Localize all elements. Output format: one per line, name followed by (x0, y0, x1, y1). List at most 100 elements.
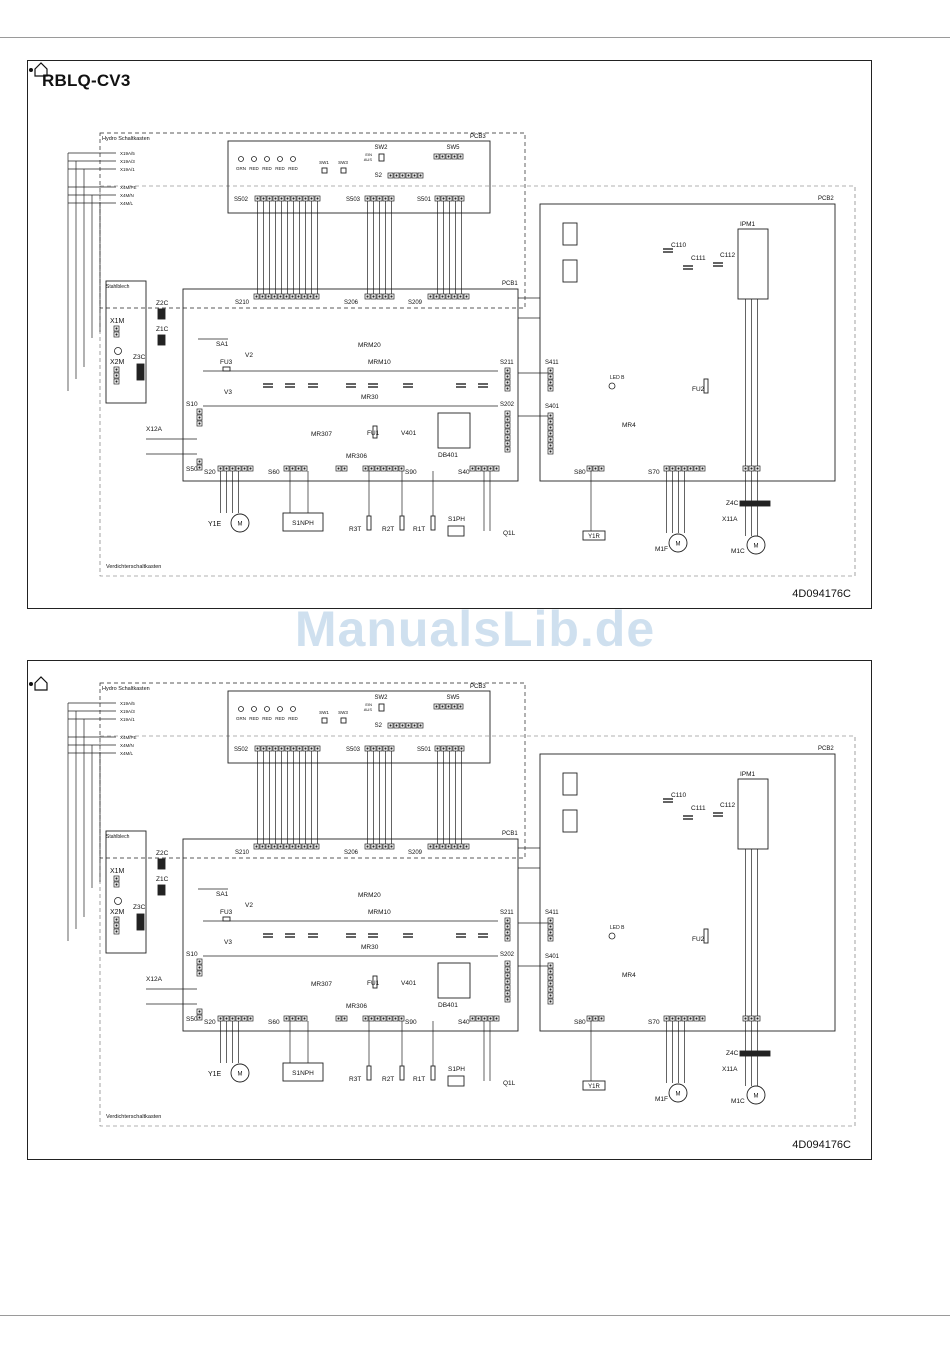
s210-pin-dot (315, 295, 318, 298)
y1e-label: Y1E (208, 1071, 222, 1078)
s211-pin (504, 935, 511, 942)
s60-pin-dot (303, 467, 306, 470)
s501-pin-dot (448, 747, 451, 750)
s211-pin-dot (506, 387, 509, 390)
s503-pin-dot (366, 197, 369, 200)
s202-pin (504, 972, 511, 979)
s40-pin-dot (489, 467, 492, 470)
s502-pin-dot (310, 197, 313, 200)
hydro_box-label: Hydro Schaltkasten (102, 136, 150, 142)
s209-pin-dot (441, 295, 444, 298)
s206-pin-dot (372, 845, 375, 848)
db1-diode (562, 772, 578, 796)
compressor-box-outline (99, 735, 856, 1127)
s2-pin-dot (395, 724, 398, 727)
s20-pin (241, 1015, 248, 1022)
s401-pin (547, 980, 554, 987)
s210-pin-dot (315, 845, 318, 848)
s20-label: S20 (204, 1019, 216, 1026)
sw2-on-label: EIN (365, 152, 372, 157)
db401-label: DB401 (438, 1002, 458, 1009)
s503-pin-dot (366, 747, 369, 750)
s210-pin-dot (279, 845, 282, 848)
c110-label: C110 (671, 242, 686, 249)
q1l-label: Q1L (503, 1080, 516, 1087)
led-b-indicator (608, 932, 616, 940)
s206-pin (370, 843, 377, 850)
ground-symbol (114, 897, 122, 905)
s20-pin-dot (219, 467, 222, 470)
x11a-label: X11A (722, 1066, 738, 1073)
dp-connector-pin-dot (337, 1017, 340, 1020)
s40-pin-dot (471, 467, 474, 470)
s10-pin (196, 970, 203, 977)
z1c-ferrite (157, 884, 166, 896)
s401-pin (547, 968, 554, 975)
s210-pin (289, 843, 296, 850)
dp-connector-pin-dot (343, 467, 346, 470)
s209-pin-dot (453, 295, 456, 298)
s2-pin-dot (419, 724, 422, 727)
s60-pin (283, 465, 290, 472)
s40-pin-dot (495, 1017, 498, 1020)
c112-label: C112 (720, 252, 735, 259)
s206-pin (370, 293, 377, 300)
dp-connector-pin-dot (343, 1017, 346, 1020)
r1t-label: R1T (413, 526, 425, 533)
x12a-label: X12A (146, 976, 163, 983)
y1e-motor-symbol: M (238, 1072, 243, 1078)
s210-pin (253, 293, 260, 300)
db1-diode (562, 222, 578, 246)
s501-pin-dot (448, 197, 451, 200)
s1ph-label: S1PH (448, 516, 465, 523)
s10-pin-dot (198, 972, 201, 975)
led-color-label: GRN (236, 716, 246, 721)
x1m-label: X1M (110, 868, 125, 875)
s210-pin (307, 293, 314, 300)
pcb3-label: PCB3 (470, 684, 486, 690)
s70-pin-dot (695, 467, 698, 470)
r2t-label: R2T (382, 1076, 394, 1083)
s209-pin-dot (453, 845, 456, 848)
s2-pin-dot (419, 174, 422, 177)
sw5-pin-dot (453, 705, 456, 708)
s503-pin-dot (372, 197, 375, 200)
s206-pin-dot (378, 295, 381, 298)
frame-label: Stahlblech (106, 834, 130, 840)
s210-pin-dot (297, 845, 300, 848)
s90-pin-dot (382, 467, 385, 470)
s80-pin-dot (594, 467, 597, 470)
s80-pin (592, 465, 599, 472)
sw1-label: SW1 (319, 710, 329, 715)
x2m-pin-dot (115, 374, 118, 377)
s210-label: S210 (235, 850, 250, 856)
mr4-label: MR4 (622, 972, 636, 979)
uvw-terminal-pin-dot (744, 1017, 747, 1020)
s209-pin (445, 843, 452, 850)
s502-pin-dot (298, 747, 301, 750)
s210-pin (313, 293, 320, 300)
s206-pin (376, 293, 383, 300)
led-color-label: RED (249, 716, 259, 721)
uvw-terminal-pin-dot (750, 467, 753, 470)
s202-pin-dot (506, 998, 509, 1001)
s90-pin (398, 465, 405, 472)
s501-pin-dot (454, 747, 457, 750)
s503-label: S503 (346, 197, 361, 203)
x2m-pin (113, 916, 120, 923)
x19a1-label: X19A/1 (120, 167, 135, 172)
s210-pin-dot (285, 295, 288, 298)
s70-pin-dot (665, 467, 668, 470)
s70-pin-dot (683, 1017, 686, 1020)
sw5-label: SW5 (446, 145, 460, 151)
s210-pin (271, 293, 278, 300)
s1ph-switch (447, 525, 465, 537)
s60-pin-dot (285, 1017, 288, 1020)
c111-label: C111 (691, 805, 706, 812)
s401-pin-dot (549, 976, 552, 979)
s2-pin (399, 722, 406, 729)
sw5-label: SW5 (446, 695, 460, 701)
s90-pin (392, 465, 399, 472)
bottom-rule (0, 1315, 950, 1316)
sw3-label: SW3 (338, 710, 348, 715)
